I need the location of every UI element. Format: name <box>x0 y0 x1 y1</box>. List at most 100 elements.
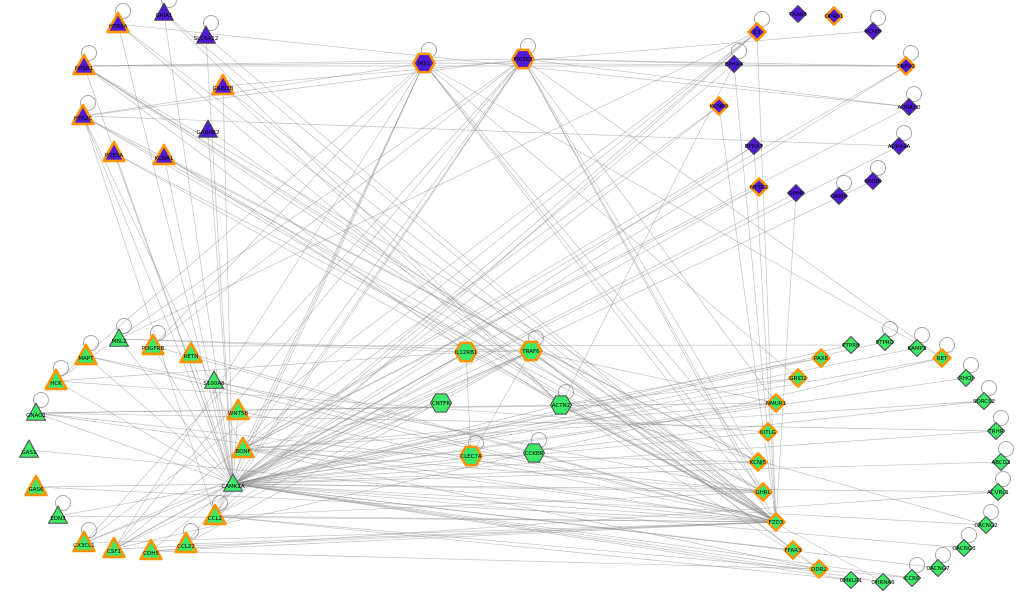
node-ddr2[interactable] <box>809 559 829 579</box>
self-loop-edge <box>183 523 199 539</box>
edge <box>152 345 234 485</box>
node-traf6[interactable] <box>519 340 543 362</box>
node-epha4[interactable] <box>725 55 743 73</box>
node-ramp3[interactable] <box>908 339 926 357</box>
self-loop-edge <box>981 380 997 396</box>
edge <box>163 155 777 523</box>
edge <box>522 58 764 493</box>
node-actn2[interactable] <box>550 395 572 415</box>
edge <box>232 483 764 493</box>
node-ffar3[interactable] <box>783 540 803 560</box>
node-npsr1[interactable] <box>72 53 96 76</box>
node-acvrl1[interactable] <box>989 483 1007 501</box>
node-adra2a[interactable] <box>890 137 908 155</box>
node-grid2[interactable] <box>788 368 808 388</box>
self-loop-edge <box>754 11 770 27</box>
edge <box>733 63 777 523</box>
node-trhr[interactable] <box>987 422 1005 440</box>
node-camk2a[interactable] <box>223 473 243 492</box>
node-pdgfrb[interactable] <box>141 333 165 356</box>
node-edn3[interactable] <box>48 505 68 524</box>
edge <box>205 35 234 485</box>
node-pax8[interactable] <box>811 348 831 368</box>
edge <box>214 351 467 517</box>
node-ntsr2[interactable] <box>749 177 769 197</box>
node-cckbr[interactable] <box>523 443 545 463</box>
edge <box>222 30 874 87</box>
node-bdnf[interactable] <box>231 436 255 459</box>
node-kcnj5[interactable] <box>748 452 768 472</box>
node-pde3a[interactable] <box>102 140 126 163</box>
node-cacng2[interactable] <box>977 516 995 534</box>
node-cacng7[interactable] <box>929 559 947 577</box>
edge <box>232 58 524 485</box>
node-ccl2[interactable] <box>203 503 227 526</box>
node-htr2a[interactable] <box>106 11 130 34</box>
node-cntfr[interactable] <box>430 393 452 413</box>
node-sorcs2[interactable] <box>975 392 993 410</box>
self-loop-edge <box>203 15 219 31</box>
node-gphn[interactable] <box>787 184 805 202</box>
node-pik3r2[interactable] <box>511 48 535 70</box>
node-ret[interactable] <box>932 348 952 368</box>
node-gnao1[interactable] <box>26 402 46 421</box>
edge <box>232 377 967 485</box>
node-kcnk9[interactable] <box>709 96 729 116</box>
node-kcna1[interactable] <box>152 143 176 166</box>
edge <box>242 105 720 450</box>
node-nmur1[interactable] <box>766 393 786 413</box>
node-retn[interactable] <box>179 341 203 364</box>
edge <box>237 410 777 523</box>
node-taar5[interactable] <box>789 5 807 23</box>
node-ccr6[interactable] <box>903 569 921 587</box>
node-s100a8[interactable] <box>204 370 224 389</box>
node-oprk1[interactable] <box>824 6 844 26</box>
node-fzd3[interactable] <box>766 512 786 532</box>
self-loop-edge <box>935 547 951 563</box>
edge <box>232 483 913 579</box>
node-ptpro[interactable] <box>876 333 894 351</box>
node-wnt5b[interactable] <box>226 398 250 421</box>
node-clec7a[interactable] <box>459 445 483 467</box>
node-ccl22[interactable] <box>174 531 198 554</box>
node-abcg2[interactable] <box>992 453 1010 471</box>
edge <box>242 62 425 450</box>
edge <box>152 58 524 347</box>
node-il12rb1[interactable] <box>454 341 478 363</box>
node-c3[interactable] <box>747 22 767 42</box>
node-cacng3[interactable] <box>955 539 973 557</box>
node-cmklr1[interactable] <box>842 571 860 589</box>
self-loop-edge <box>993 410 1009 426</box>
node-csf1[interactable] <box>102 536 126 559</box>
node-cdh5[interactable] <box>139 538 163 561</box>
node-nmbr[interactable] <box>864 172 882 190</box>
node-mapt[interactable] <box>74 343 98 366</box>
node-grin2b[interactable] <box>211 73 235 96</box>
node-epha7[interactable] <box>745 137 763 155</box>
node-hck[interactable] <box>44 368 68 391</box>
node-gas6[interactable] <box>24 474 48 497</box>
node-gria1[interactable] <box>154 2 174 21</box>
node-gabrb2[interactable] <box>198 119 218 138</box>
node-gas1[interactable] <box>19 439 39 458</box>
node-slc6a12[interactable] <box>196 25 216 44</box>
node-ghrl[interactable] <box>753 482 773 502</box>
node-irs1[interactable] <box>412 52 436 74</box>
node-kitlg[interactable] <box>758 422 778 442</box>
node-trpv1[interactable] <box>896 56 916 76</box>
edge <box>232 404 562 485</box>
edge <box>232 430 997 485</box>
node-htr2c[interactable] <box>71 103 95 126</box>
node-cx3cl1[interactable] <box>72 530 96 553</box>
node-grm8[interactable] <box>830 187 848 205</box>
node-kcnj6[interactable] <box>864 22 882 40</box>
node-rhoj[interactable] <box>957 369 975 387</box>
edge <box>423 62 777 523</box>
edge <box>242 65 907 450</box>
node-mbl2[interactable] <box>109 328 129 347</box>
node-chrna3[interactable] <box>874 573 892 591</box>
node-adra1d[interactable] <box>900 98 918 116</box>
node-ptprb[interactable] <box>842 336 860 354</box>
